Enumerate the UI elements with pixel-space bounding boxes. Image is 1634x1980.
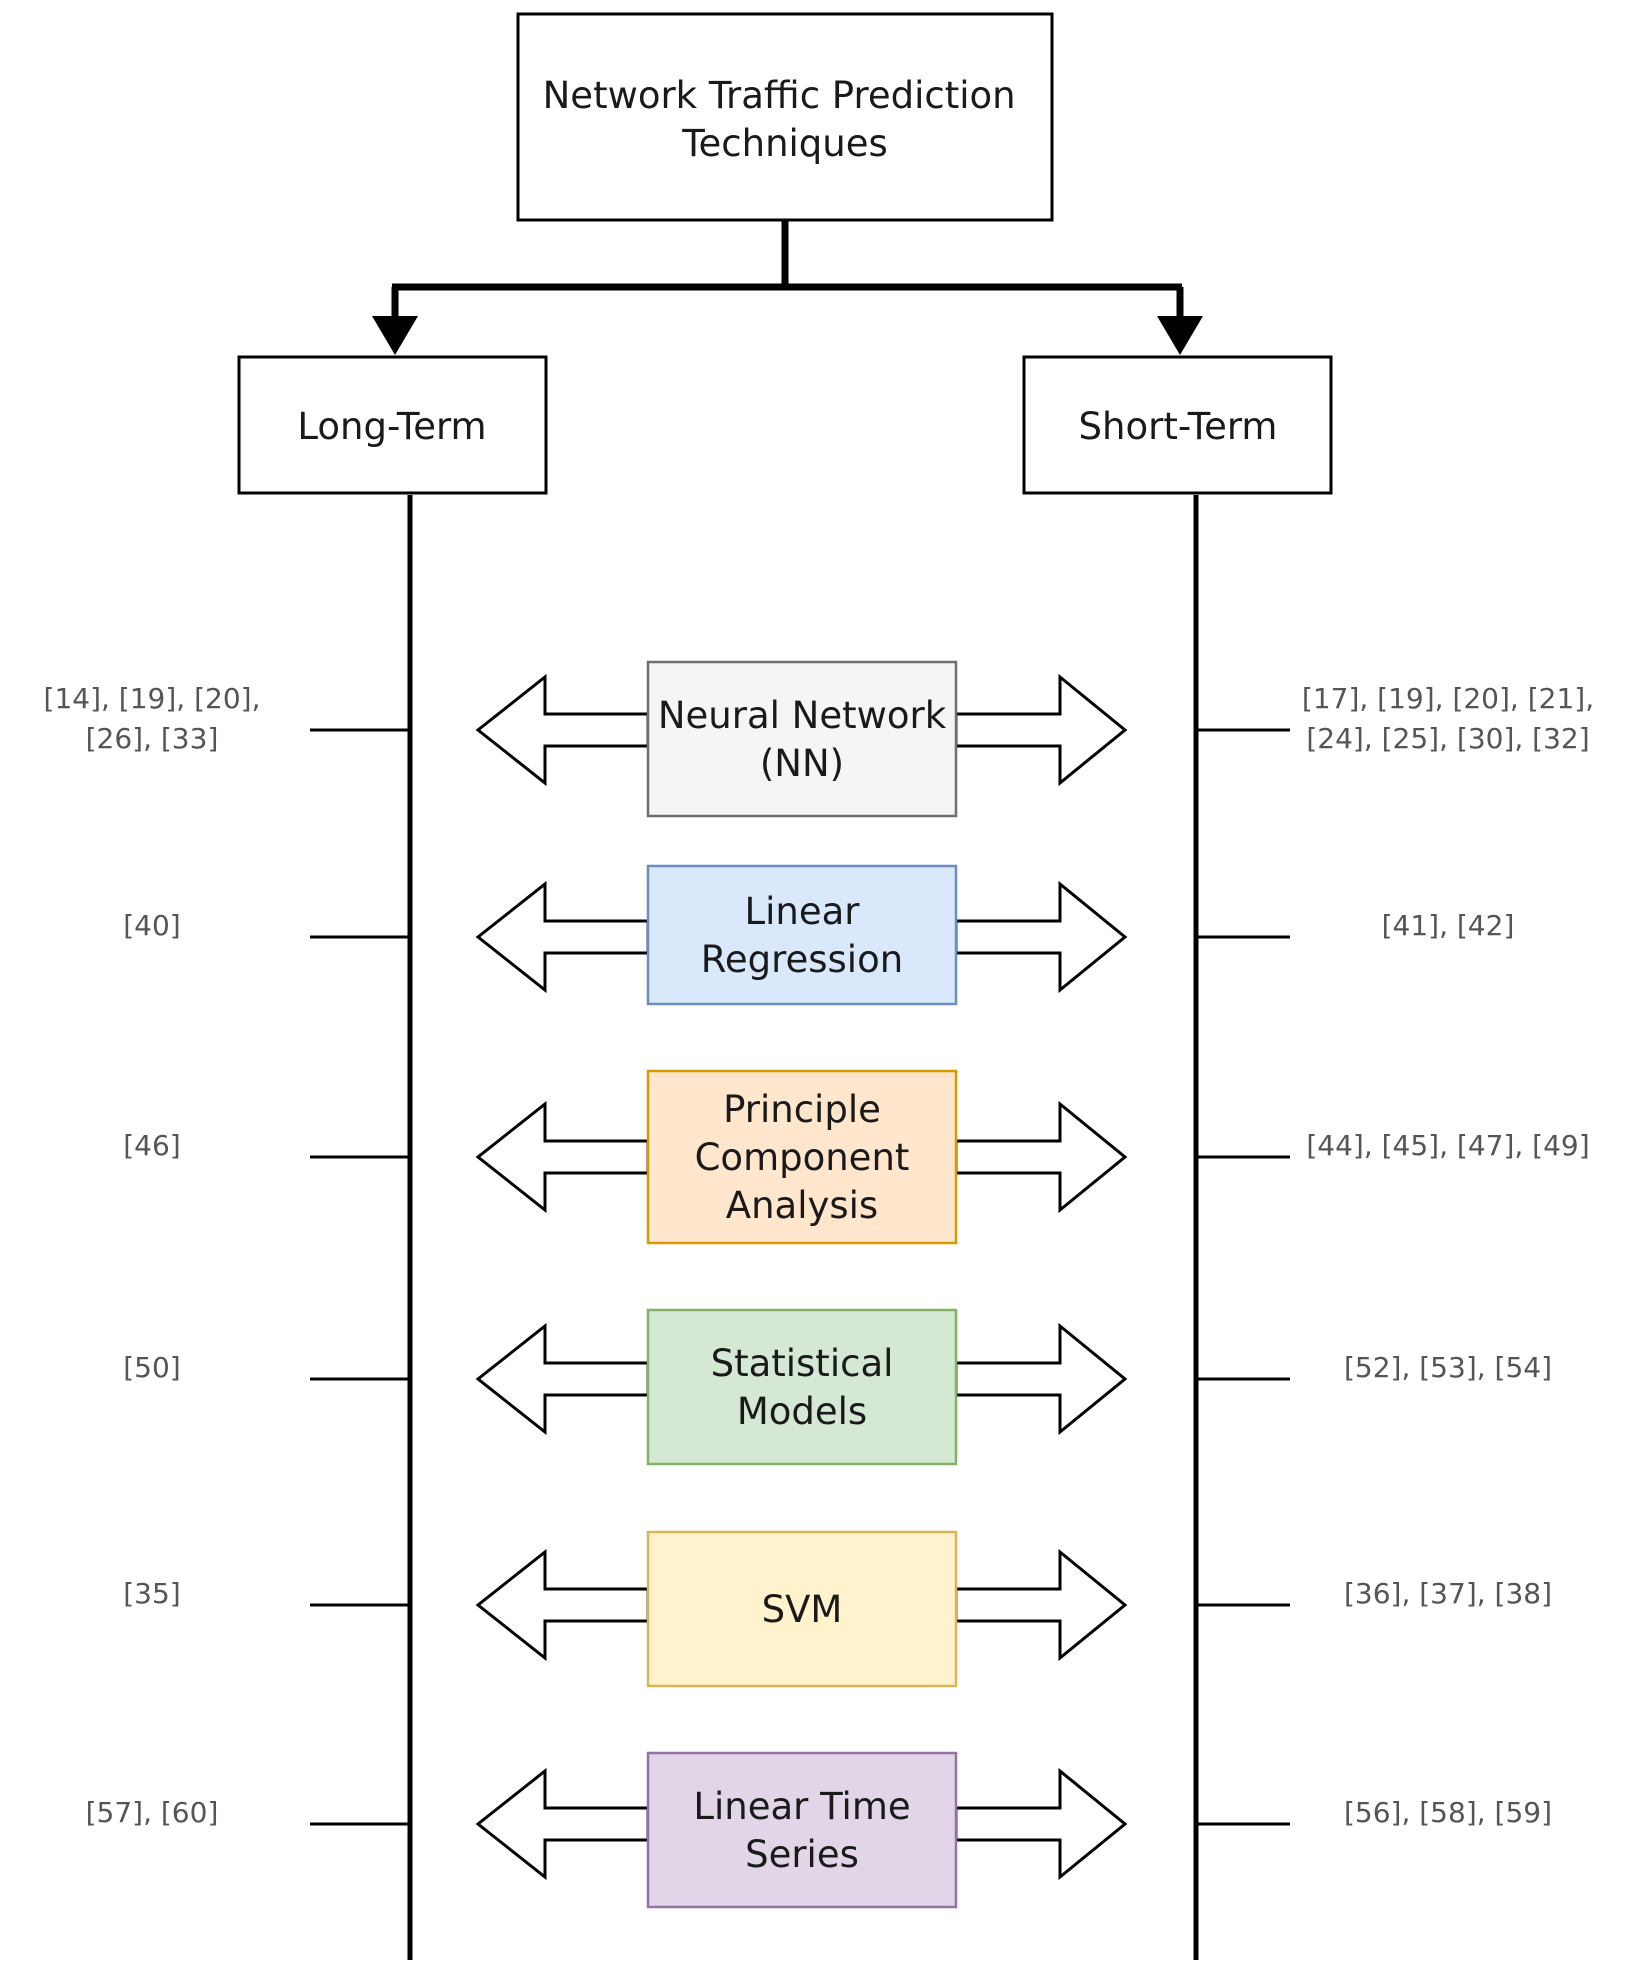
technique-row-nn: Neural Network(NN) [14], [19], [20],[26],… (44, 660, 1594, 818)
arrow-to-long-term (475, 1322, 650, 1436)
technique-box (646, 1308, 958, 1466)
arrow-long-term (372, 316, 418, 355)
arrow-to-long-term (475, 1767, 650, 1881)
long-term-label: Long-Term (297, 405, 486, 448)
root-box (516, 12, 1054, 222)
root-label: Network Traffic Prediction Techniques (543, 74, 1028, 165)
arrow-to-long-term (475, 1100, 650, 1214)
long-term-refs: [14], [19], [20],[26], [33] (44, 682, 261, 755)
short-term-box (1022, 355, 1333, 495)
short-term-refs: [36], [37], [38] (1344, 1577, 1552, 1610)
arrow-to-short-term (954, 880, 1128, 994)
root-connector (391, 220, 1184, 318)
short-term-refs: [56], [58], [59] (1344, 1796, 1552, 1829)
technique-box (646, 1069, 958, 1245)
long-term-refs: [57], [60] (86, 1796, 219, 1829)
technique-label: Neural Network(NN) (658, 694, 947, 785)
technique-box (646, 1751, 958, 1909)
arrow-to-long-term (475, 880, 650, 994)
technique-label: SVM (762, 1588, 843, 1631)
long-term-refs: [40] (123, 909, 180, 942)
short-term-refs: [52], [53], [54] (1344, 1351, 1552, 1384)
short-term-refs: [44], [45], [47], [49] (1306, 1129, 1589, 1162)
technique-box (646, 1530, 958, 1688)
short-term-refs: [17], [19], [20], [21],[24], [25], [30],… (1302, 682, 1594, 755)
arrow-to-long-term (475, 1548, 650, 1662)
short-term-label: Short-Term (1079, 405, 1278, 448)
long-term-refs: [50] (123, 1351, 180, 1384)
arrow-to-short-term (954, 1548, 1128, 1662)
long-term-refs: [35] (123, 1577, 180, 1610)
technique-box (646, 660, 958, 818)
arrow-to-short-term (954, 673, 1128, 787)
technique-box (646, 864, 958, 1006)
technique-row-svm: SVM [35] [36], [37], [38] (123, 1530, 1552, 1688)
arrow-to-long-term (475, 673, 650, 787)
short-term-refs: [41], [42] (1382, 909, 1515, 942)
arrow-to-short-term (954, 1767, 1128, 1881)
technique-rows: Neural Network(NN) [14], [19], [20],[26],… (44, 660, 1594, 1909)
long-term-refs: [46] (123, 1129, 180, 1162)
long-term-box (237, 355, 548, 495)
arrow-short-term (1157, 316, 1203, 355)
arrow-to-short-term (954, 1322, 1128, 1436)
arrow-to-short-term (954, 1100, 1128, 1214)
